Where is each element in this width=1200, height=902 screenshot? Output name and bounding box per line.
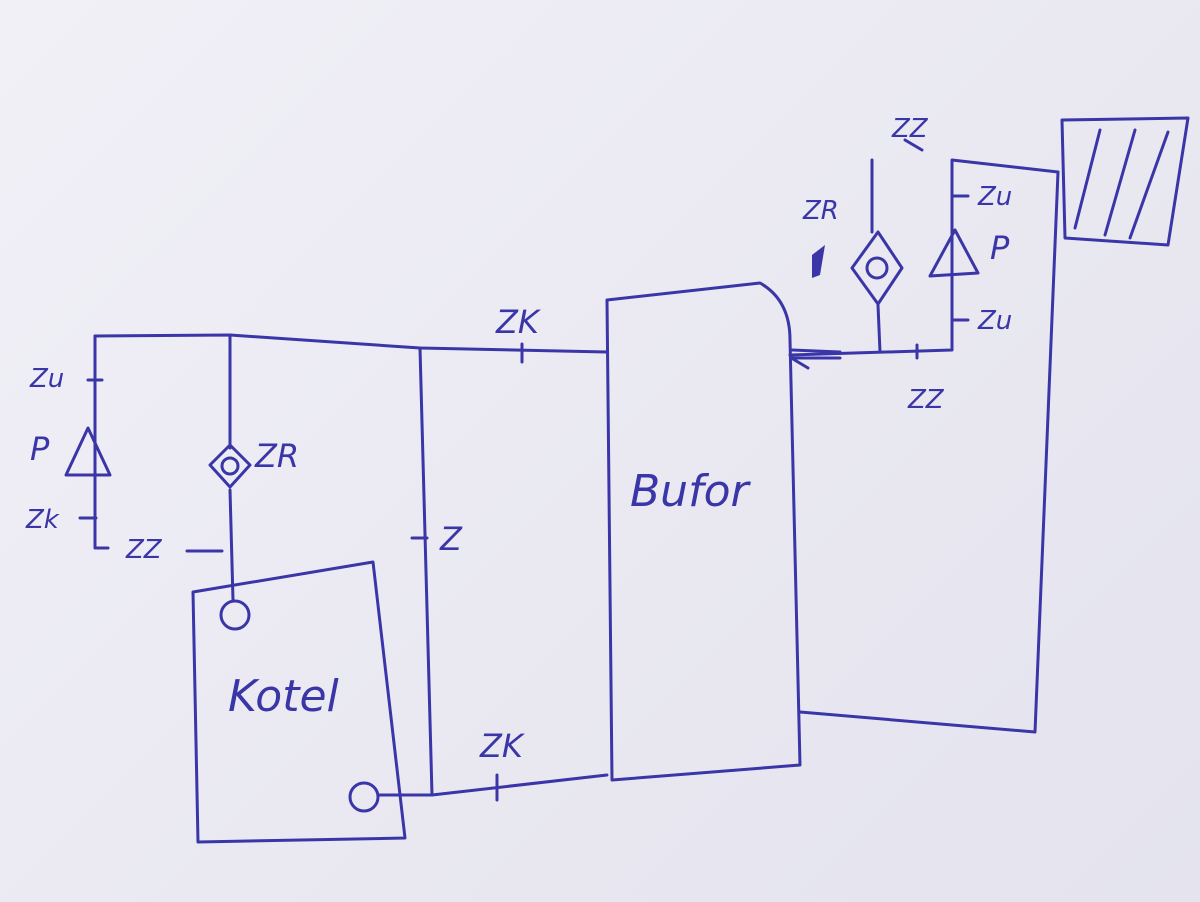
- top-supply-pipe: [93, 333, 609, 354]
- buffer-label: Bufor: [630, 466, 749, 517]
- left-pump-branch: [93, 334, 110, 550]
- buffer-coupling: [790, 348, 842, 360]
- radiator-box: [1060, 116, 1190, 247]
- boiler-box: [191, 560, 407, 844]
- bottom-return-pipe: [376, 773, 609, 797]
- label-z: Z: [440, 520, 462, 558]
- left-valve-ring: [220, 456, 240, 476]
- boiler-supply-pipe: [228, 333, 235, 602]
- left-pump-icon: [64, 426, 112, 477]
- label-zz-top: ZZ: [892, 114, 928, 144]
- label-zu-right-bottom: Zu: [978, 306, 1013, 336]
- boiler-label: Kotel: [228, 671, 339, 722]
- bypass-pipe: [418, 346, 434, 797]
- boiler-top-port: [219, 599, 251, 631]
- right-pump-icon: [928, 228, 980, 278]
- radiator-fins: [1073, 128, 1170, 240]
- label-zr-right: ZR: [803, 196, 839, 226]
- label-zk-left: Zk: [26, 505, 59, 535]
- boiler-bottom-port: [348, 781, 380, 813]
- label-zz-left: ZZ: [126, 535, 162, 565]
- buffer-outlet-pipe: [788, 158, 1060, 357]
- label-zu-right-top: Zu: [978, 182, 1013, 212]
- left-valve-icon: [208, 443, 252, 489]
- label-zu-left: Zu: [30, 364, 65, 394]
- right-valve-ring: [865, 256, 889, 280]
- label-p-right: P: [990, 229, 1010, 267]
- buffer-tank: [605, 281, 802, 782]
- label-zr-left: ZR: [255, 437, 300, 475]
- right-valve-icon: [850, 230, 904, 306]
- right-upper-loop: [870, 158, 882, 354]
- ink-blot: [812, 245, 825, 278]
- label-zk-bottom: ZK: [480, 727, 523, 765]
- radiator-return-pipe: [798, 170, 1060, 734]
- label-zz-right: ZZ: [908, 385, 944, 415]
- label-zk-top: ZK: [496, 303, 539, 341]
- label-p-left: P: [30, 430, 50, 468]
